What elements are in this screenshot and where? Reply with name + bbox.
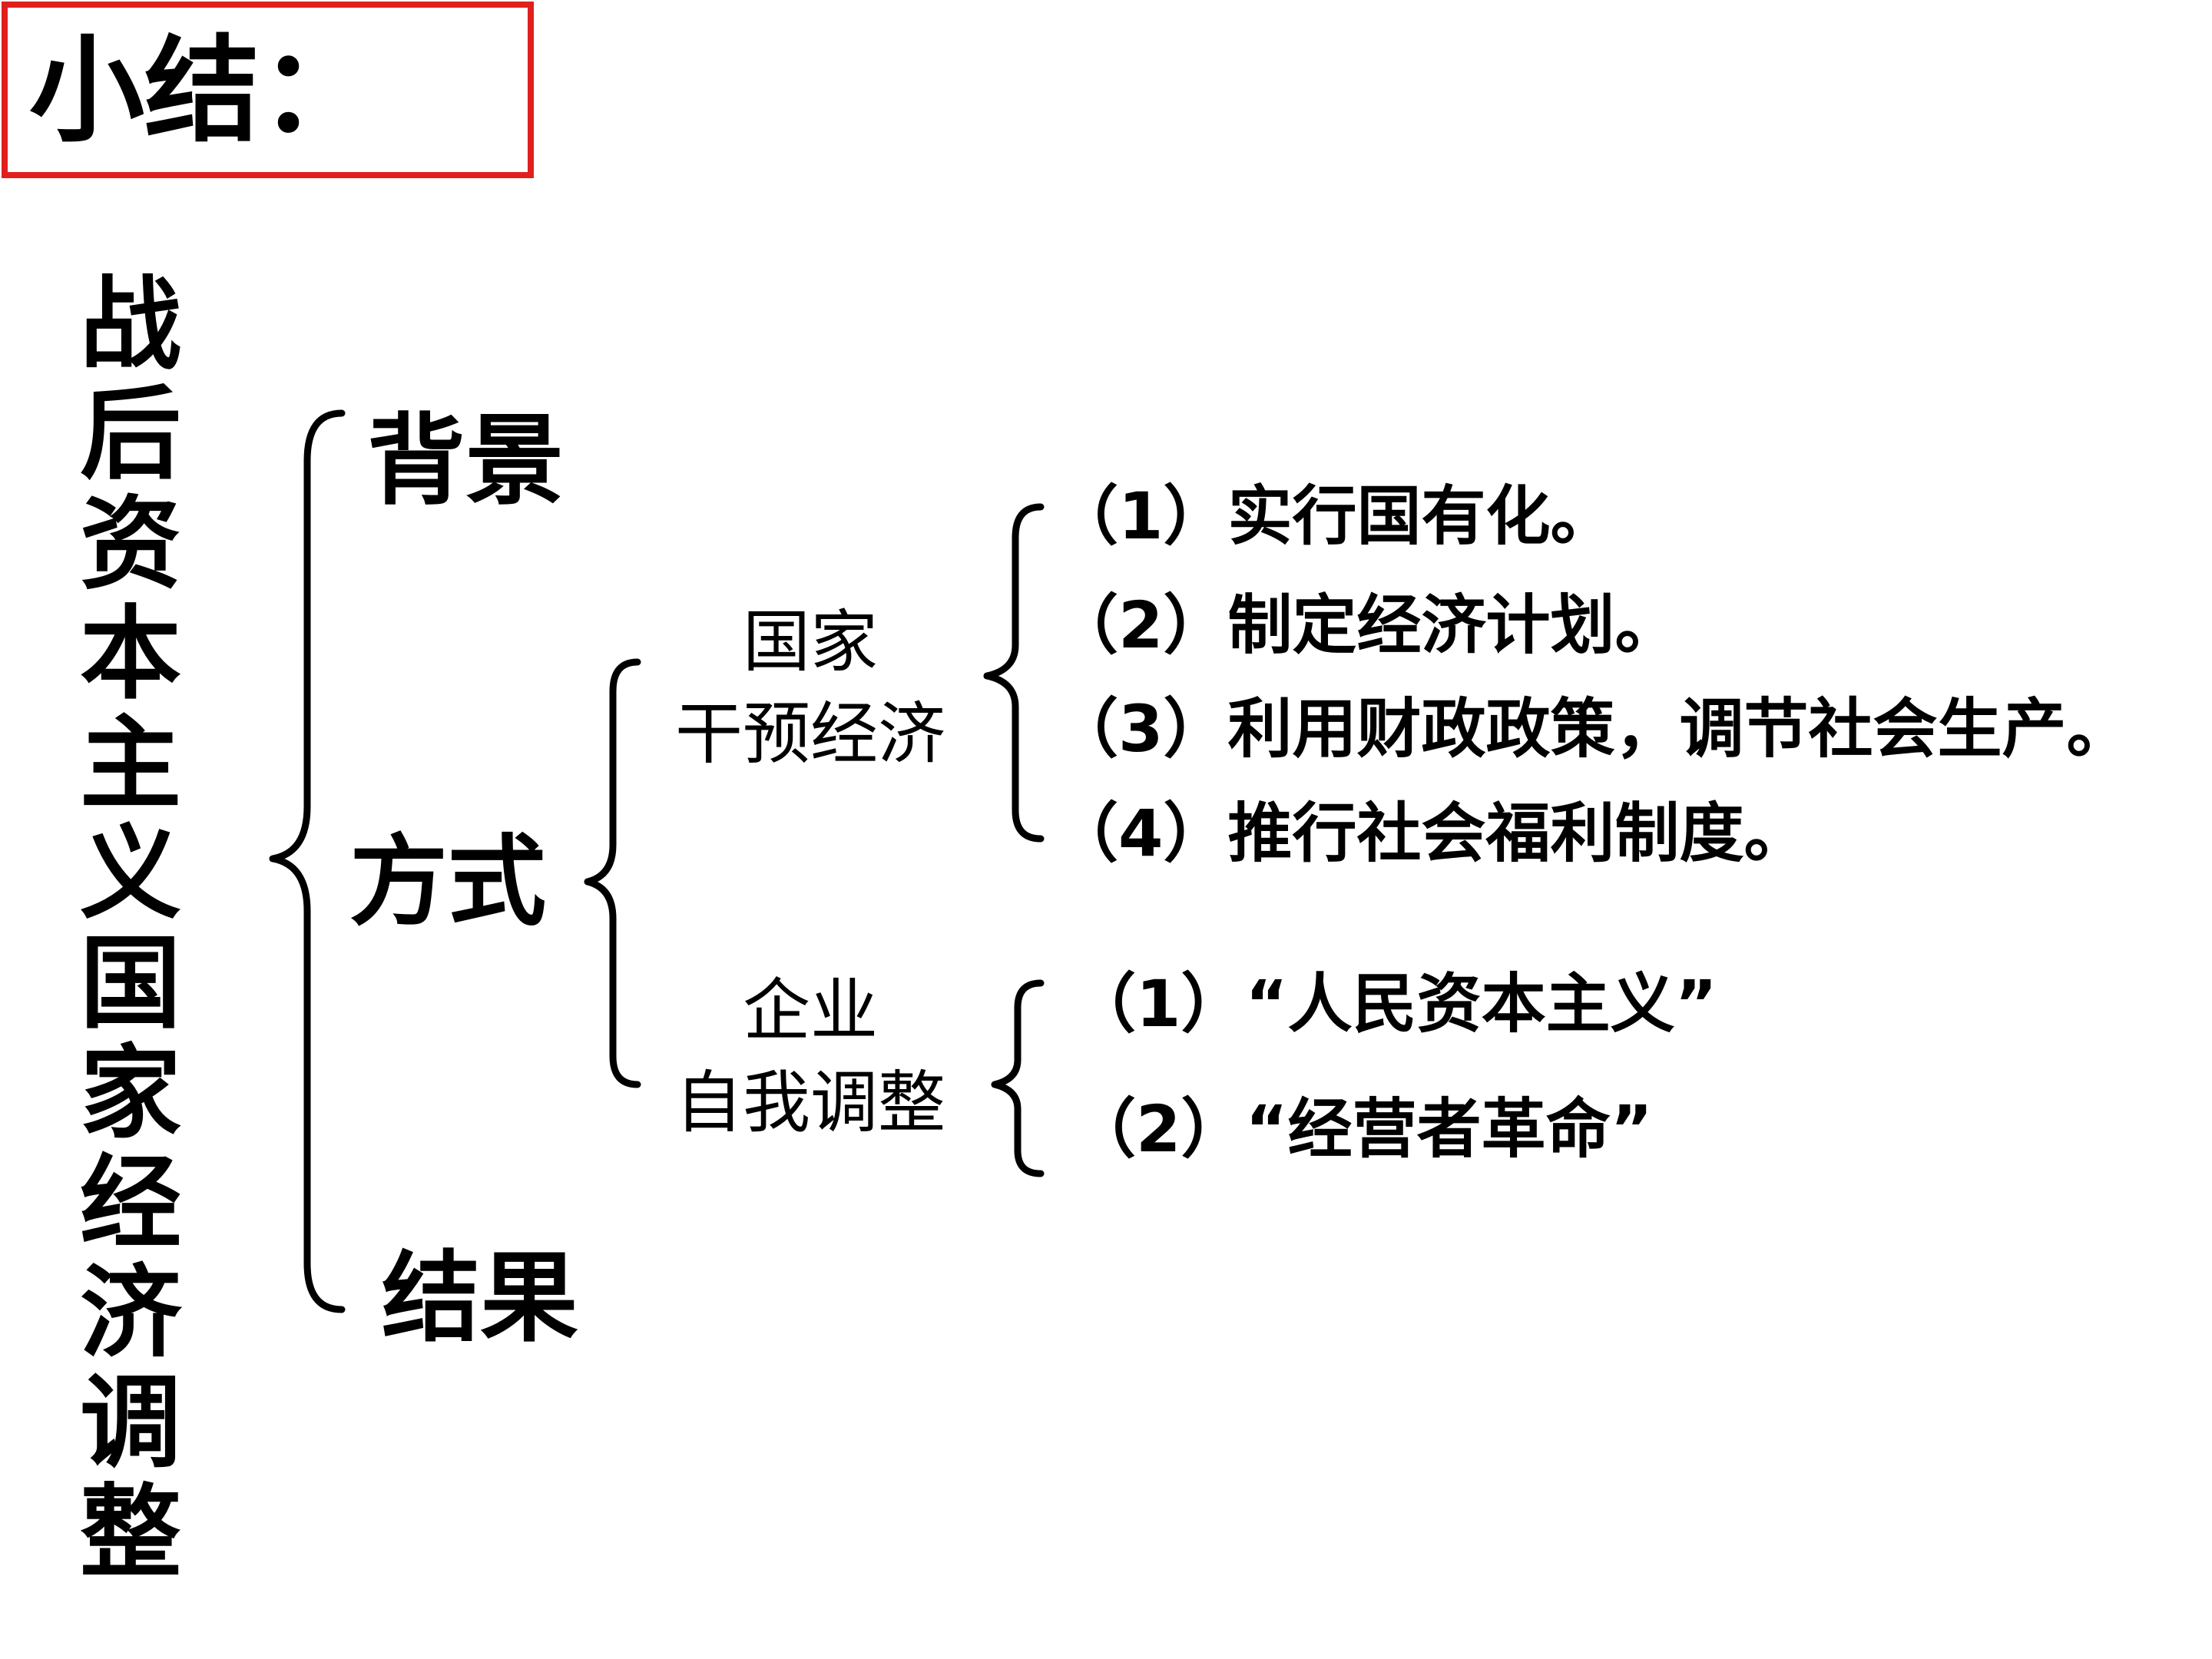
enterprise-brace — [991, 979, 1045, 1177]
branch-background: 背景 — [367, 404, 565, 518]
state-item: （1）实行国有化。 — [1054, 478, 1615, 554]
main-brace — [269, 409, 346, 1313]
branch-method: 方式 — [349, 825, 547, 939]
page-title: 小结： — [29, 25, 376, 158]
enterprise-label-1: 企业 — [742, 971, 878, 1050]
branch-result: 结果 — [382, 1241, 579, 1356]
state-intervention-label-1: 国家 — [742, 602, 878, 681]
state-brace — [983, 503, 1045, 843]
enterprise-item: （2）“经营者革命” — [1071, 1091, 1653, 1167]
state-item: （2）制定经济计划。 — [1054, 588, 1680, 663]
state-item: （4）推行社会福利制度。 — [1054, 796, 1809, 871]
method-brace — [584, 658, 641, 1088]
topic-vertical-title: 战后资本主义国家经济调整 — [80, 266, 181, 1592]
title-box — [2, 2, 534, 178]
state-intervention-label-2: 干预经济 — [674, 694, 945, 773]
enterprise-label-2: 自我调整 — [674, 1063, 945, 1142]
enterprise-item: （1）“人民资本主义” — [1071, 966, 1717, 1041]
state-item: （3）利用财政政策，调节社会生产。 — [1054, 691, 2131, 767]
